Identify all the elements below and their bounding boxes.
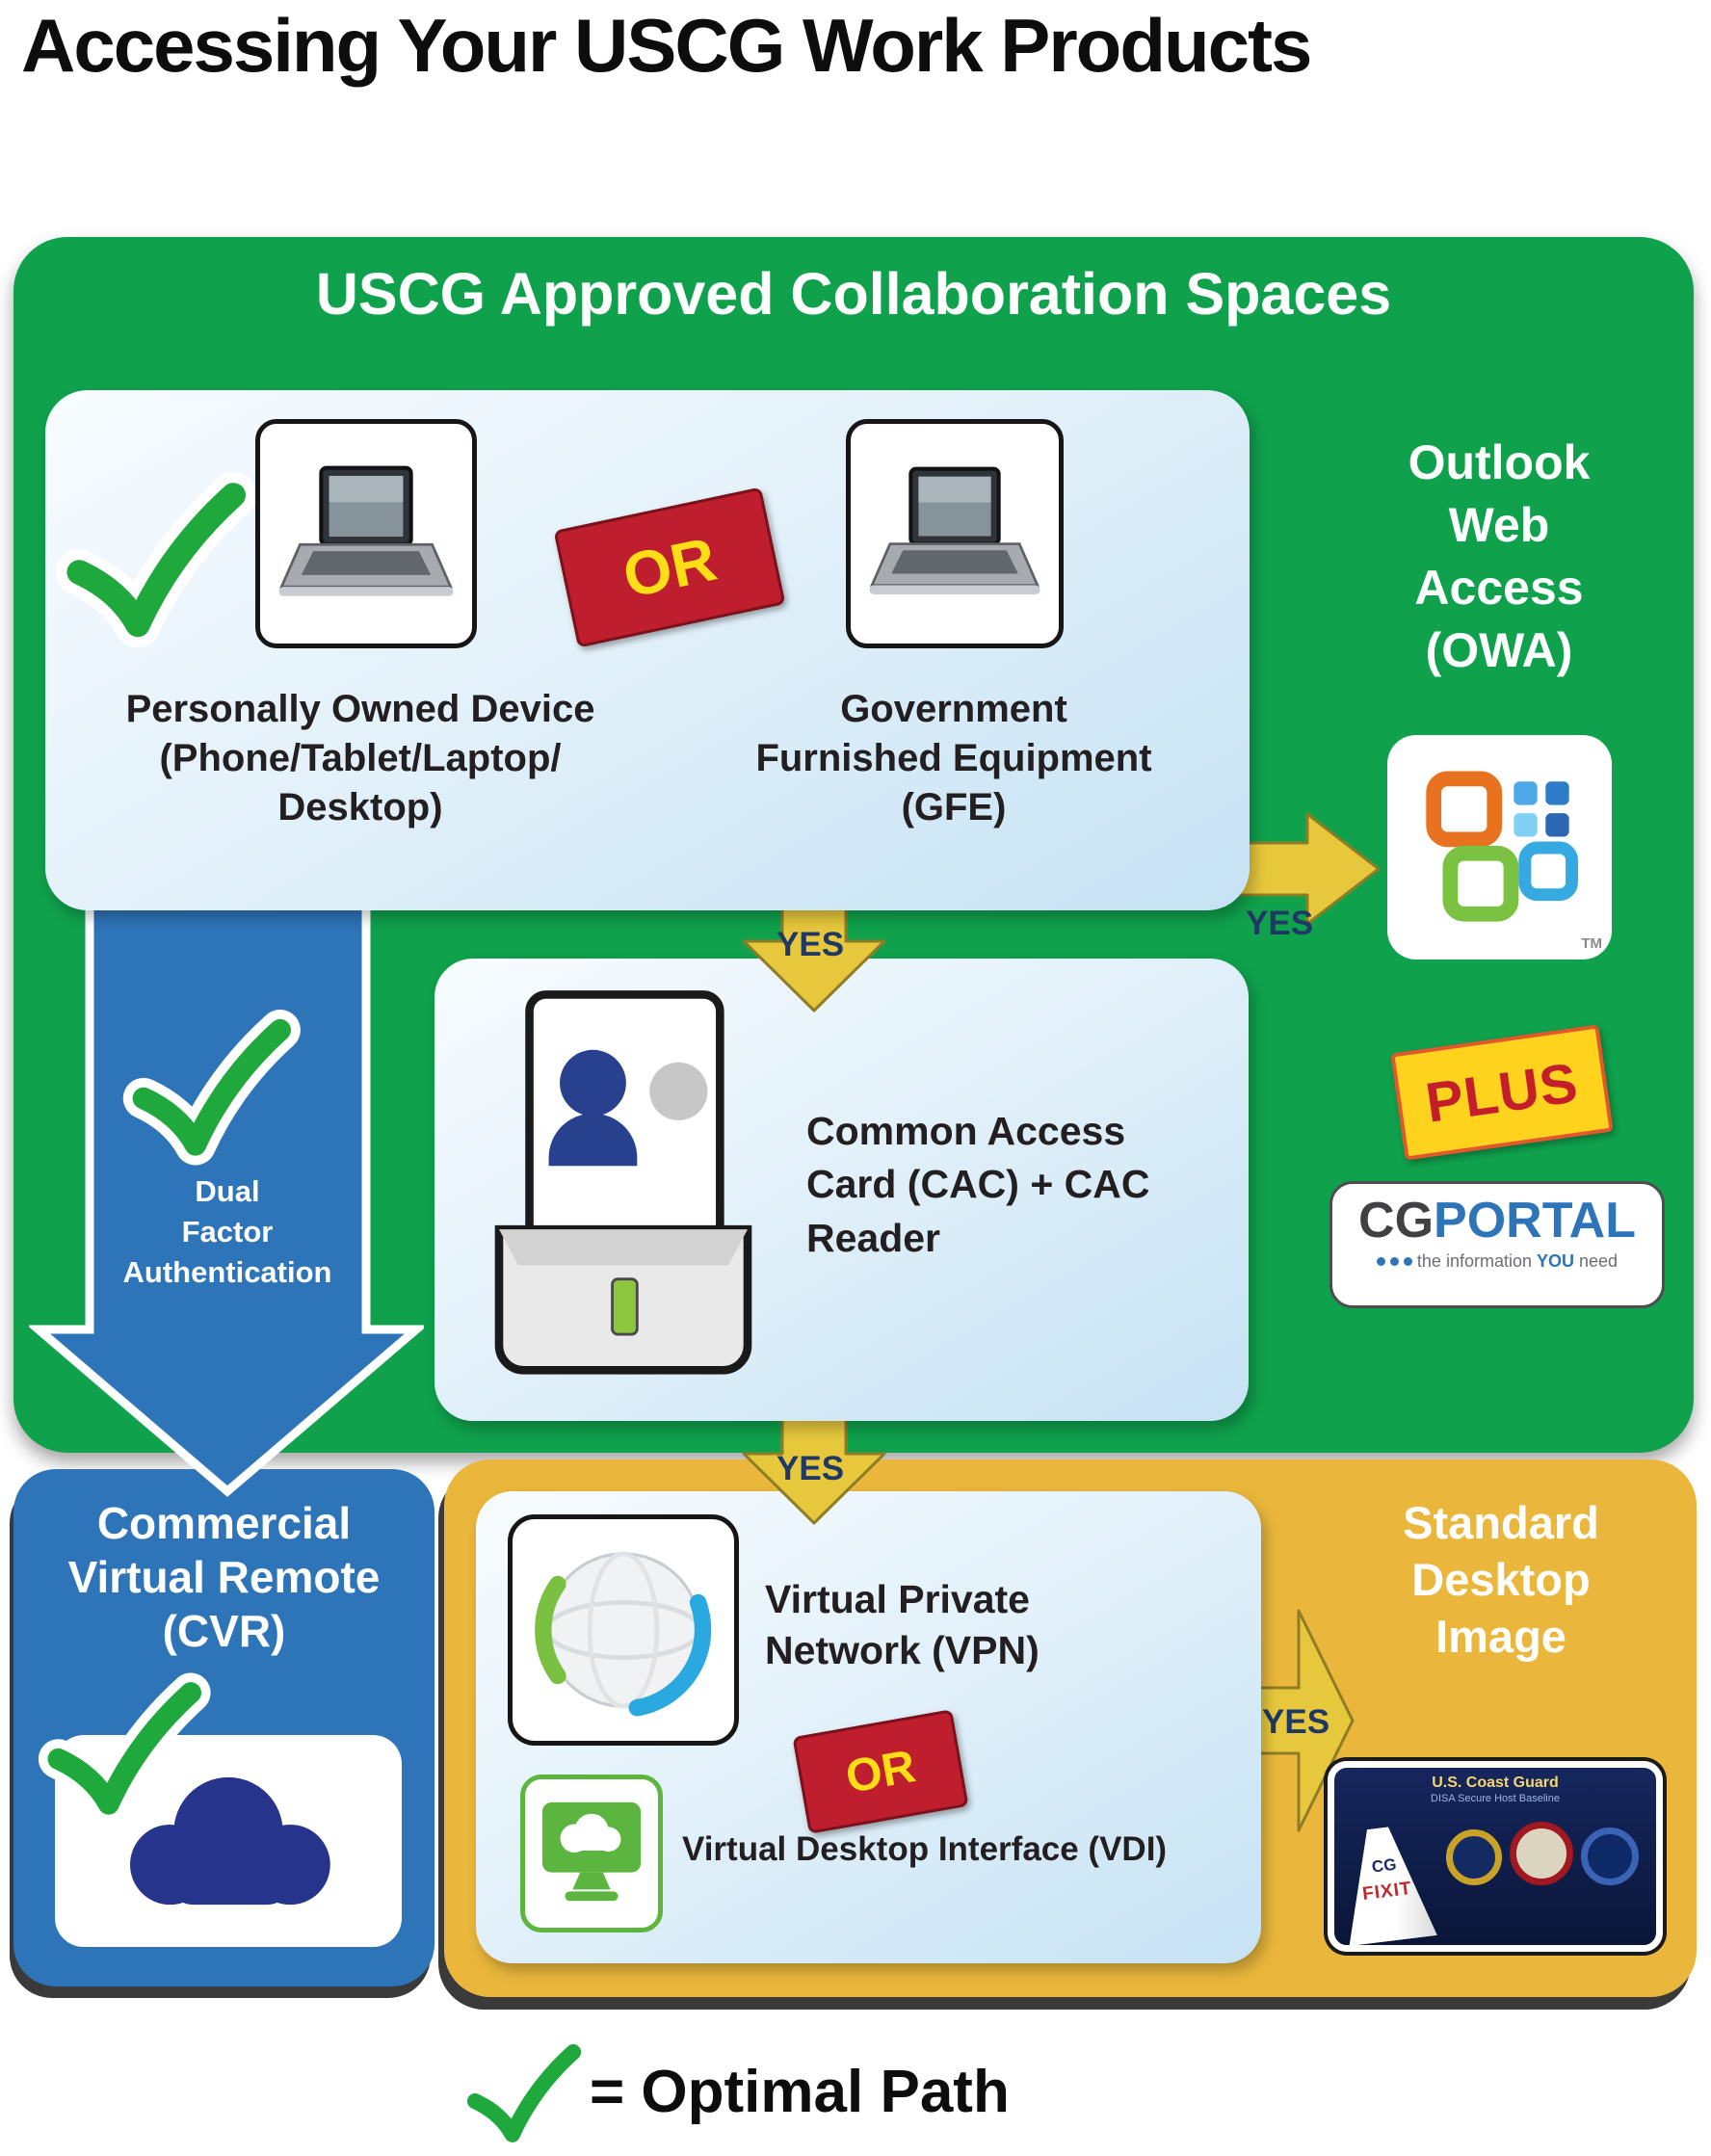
yes-label: YES — [1246, 905, 1314, 942]
tagline-text: need — [1579, 1251, 1619, 1271]
desktop-subtitle-text: DISA Secure Host Baseline — [1431, 1793, 1560, 1804]
or-badge: OR — [792, 1709, 969, 1834]
cac-reader-icon — [485, 984, 762, 1398]
yes-arrow-down-icon: YES — [742, 870, 886, 1014]
vdi-label: Virtual Desktop Interface (VDI) — [682, 1830, 1168, 1868]
yes-label: YES — [777, 926, 845, 963]
cgportal-logo: CGPORTAL the information YOU need — [1329, 1181, 1665, 1308]
devices-panel: OR Personally Owned Device (Phone/Tablet… — [45, 390, 1250, 910]
dot-icon — [1376, 1257, 1385, 1266]
page-title: Accessing Your USCG Work Products — [21, 3, 1312, 88]
personally-owned-device-label: Personally Owned Device (Phone/Tablet/La… — [125, 688, 595, 829]
office-logo-icon: TM — [1387, 735, 1612, 960]
standard-desktop-label: Standard Desktop Image — [1403, 1497, 1599, 1662]
vpn-label: Virtual Private Network (VPN) — [765, 1577, 1040, 1673]
dot-icon — [1403, 1257, 1412, 1266]
lighthouse-graphic: CG FIXIT — [1335, 1823, 1437, 1946]
optimal-checkmark-icon — [460, 2037, 589, 2150]
collaboration-spaces-title: USCG Approved Collaboration Spaces — [315, 261, 1392, 327]
tm-label: TM — [1581, 935, 1602, 952]
tagline-text: the information — [1416, 1251, 1532, 1271]
cvr-panel: Commercial Virtual Remote (CVR) — [13, 1469, 434, 1986]
vpn-anyconnect-icon — [508, 1514, 739, 1746]
vpn-panel: Virtual Private Network (VPN) OR Virtual… — [476, 1491, 1261, 1963]
yes-label: YES — [777, 1450, 845, 1487]
vdi-icon — [520, 1775, 663, 1933]
optimal-checkmark-icon — [56, 472, 257, 650]
lighthouse-cg-text: CG — [1370, 1854, 1398, 1877]
yes-arrow-right-icon: YES — [1258, 1609, 1355, 1832]
cgportal-tagline: the information YOU need — [1332, 1251, 1662, 1272]
cac-panel: Common Access Card (CAC) + CAC Reader — [434, 959, 1249, 1421]
tagline-you: YOU — [1537, 1251, 1575, 1271]
cgportal-portal: PORTAL — [1434, 1193, 1636, 1249]
dual-factor-arrow-icon: Dual Factor Authentication — [29, 894, 424, 1501]
optimal-checkmark-icon — [122, 1010, 301, 1168]
laptop-icon — [255, 419, 477, 648]
yes-label: YES — [1262, 1703, 1330, 1741]
desktop-preview-image: U.S. Coast Guard DISA Secure Host Baseli… — [1328, 1761, 1663, 1952]
lighthouse-fixit-text: FIXIT — [1361, 1878, 1413, 1906]
laptop-icon — [846, 419, 1064, 648]
desktop-title-text: U.S. Coast Guard — [1432, 1775, 1559, 1791]
cgportal-cg: CG — [1358, 1193, 1435, 1249]
optimal-path-label: = Optimal Path — [590, 2059, 1010, 2125]
military-seal-icon — [1510, 1822, 1573, 1885]
owa-label: Outlook Web Access (OWA) — [1408, 435, 1591, 677]
yes-arrow-down-icon: YES — [742, 1382, 886, 1527]
dual-factor-label: Dual Factor Authentication — [122, 1174, 332, 1289]
command-seal-icon — [1581, 1827, 1639, 1885]
gfe-label: Government Furnished Equipment (GFE) — [755, 688, 1152, 829]
or-badge: OR — [553, 486, 786, 648]
cvr-title: Commercial Virtual Remote (CVR) — [67, 1498, 381, 1657]
optimal-checkmark-icon — [38, 1672, 211, 1826]
down-arrow-icon — [29, 894, 424, 1497]
cgportal-wordmark: CGPORTAL — [1332, 1196, 1662, 1246]
dot-icon — [1389, 1257, 1399, 1266]
cac-label: Common Access Card (CAC) + CAC Reader — [806, 1109, 1150, 1260]
uscg-seal-icon — [1446, 1829, 1502, 1885]
cloud-icon — [130, 1776, 330, 1906]
